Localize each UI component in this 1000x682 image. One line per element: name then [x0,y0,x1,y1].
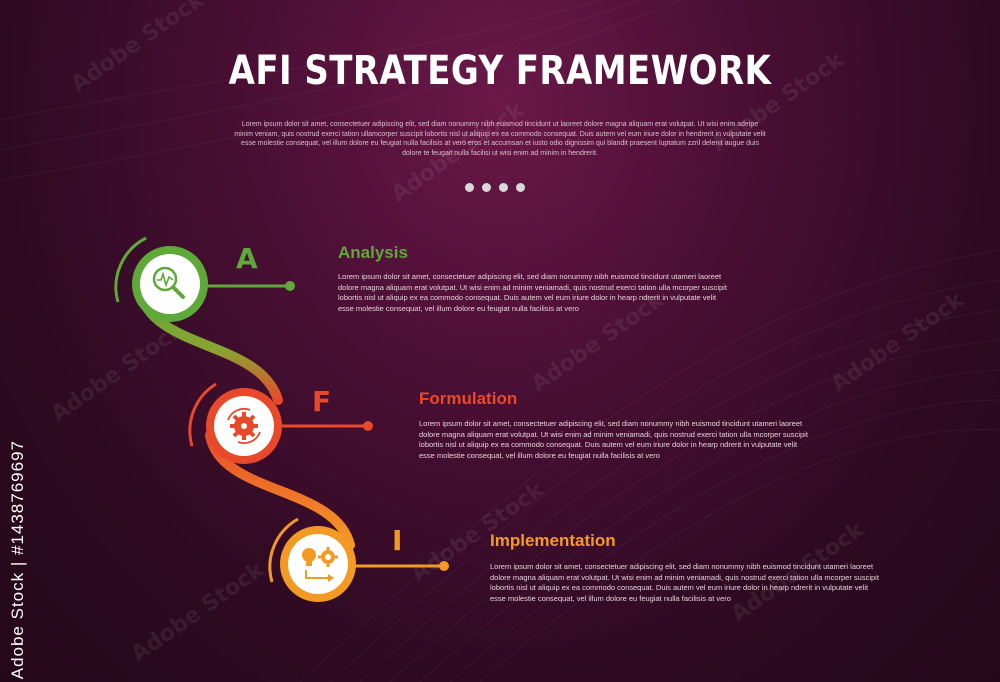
step-body-implementation: Lorem ipsum dolor sit amet, consectetuer… [490,562,879,603]
step-body-analysis: Lorem ipsum dolor sit amet, consectetuer… [338,272,727,313]
stock-id-label: Adobe Stock | #1438769697 [8,440,27,680]
step-letter-f: F [312,385,332,418]
node-analysis [114,236,295,322]
dot [499,183,508,192]
pagination-dots [465,183,525,192]
step-title-implementation: Implementation [490,531,616,550]
gear-cycle-icon [227,407,261,445]
accent-arc [188,382,217,447]
leader-dot [363,421,373,431]
accent-arc [114,236,147,303]
page-title: AFI STRATEGY FRAMEWORK [228,48,772,94]
accent-arc [268,517,299,583]
step-title-analysis: Analysis [338,243,408,262]
magnifier-chart-icon [152,266,185,299]
leader-dot [285,281,295,291]
connector-f-i [205,430,355,550]
intro-text: Lorem ipsum dolor sit amet, consectetuer… [234,121,766,157]
step-letter-a: A [236,242,258,275]
dot [482,183,491,192]
step-title-formulation: Formulation [419,389,518,408]
node-implementation [268,517,449,602]
node-formulation [188,382,373,464]
leader-dot [439,561,449,571]
idea-gear-icon [302,547,338,582]
dot [516,183,525,192]
step-body-formulation: Lorem ipsum dolor sit amet, consectetuer… [419,419,808,460]
step-letter-i: I [392,524,403,557]
dot [465,183,474,192]
